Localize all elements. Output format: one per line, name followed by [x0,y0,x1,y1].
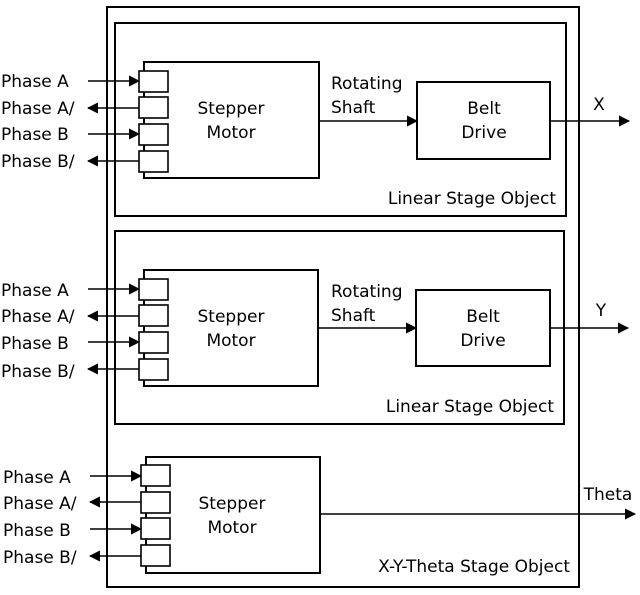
port-theta-phase-b [140,517,171,540]
stepper-motor-theta-label-1: Stepper [199,494,266,514]
output-theta-label: Theta [583,485,633,505]
phase-label-theta-b: Phase B [3,521,71,541]
port-y-phase-a-bar [138,304,169,327]
stepper-motor-y-label-2: Motor [206,331,255,351]
port-y-phase-b-bar [138,358,169,381]
output-x-label: X [593,95,605,115]
phase-label-theta-a: Phase A [3,468,71,488]
port-x-phase-b [138,123,169,146]
port-y-phase-a [138,278,169,301]
phase-label-y-b-bar: Phase B/ [1,362,75,382]
shaft-x-label-1: Rotating [331,74,403,94]
belt-drive-x-label-2: Drive [461,123,506,143]
stepper-motor-x-label-1: Stepper [198,99,265,119]
phase-label-x-a: Phase A [1,72,69,92]
phase-label-x-a-bar: Phase A/ [1,99,75,119]
port-x-phase-a [138,70,169,93]
linear-stage-y-label: Linear Stage Object [386,397,554,417]
phase-label-x-b-bar: Phase B/ [1,152,75,172]
port-x-phase-b-bar [138,150,169,173]
shaft-y-label-1: Rotating [331,282,403,302]
phase-label-theta-a-bar: Phase A/ [3,494,77,514]
shaft-x-label-2: Shaft [331,98,376,118]
port-y-phase-b [138,331,169,354]
stepper-motor-theta-label-2: Motor [207,518,256,538]
phase-label-y-a: Phase A [1,281,69,301]
linear-stage-x: Linear Stage Object Stepper Motor Phase … [1,22,631,217]
stepper-motor-theta [145,456,321,574]
belt-drive-y [415,289,551,367]
stepper-motor-y [143,269,319,387]
theta-stage: Stepper Motor Phase A Phase A/ Phase B P… [3,456,637,574]
phase-label-y-a-bar: Phase A/ [1,307,75,327]
output-y-label: Y [595,301,607,321]
belt-drive-y-label-1: Belt [466,307,500,327]
phase-label-y-b: Phase B [1,334,69,354]
linear-stage-x-label: Linear Stage Object [388,189,556,209]
linear-stage-y: Linear Stage Object Stepper Motor Phase … [1,230,630,425]
port-theta-phase-a [140,464,171,487]
belt-drive-x [416,81,551,160]
port-theta-phase-a-bar [140,491,171,514]
stepper-motor-x-label-2: Motor [206,123,255,143]
port-theta-phase-b-bar [140,544,171,567]
phase-label-theta-b-bar: Phase B/ [3,548,77,568]
phase-label-x-b: Phase B [1,125,69,145]
stepper-motor-y-label-1: Stepper [198,307,265,327]
belt-drive-y-label-2: Drive [460,331,505,351]
port-x-phase-a-bar [138,96,169,119]
stepper-motor-x [143,61,320,179]
shaft-y-label-2: Shaft [331,306,376,326]
xytheta-stage-label: X-Y-Theta Stage Object [378,557,570,577]
belt-drive-x-label-1: Belt [467,99,501,119]
